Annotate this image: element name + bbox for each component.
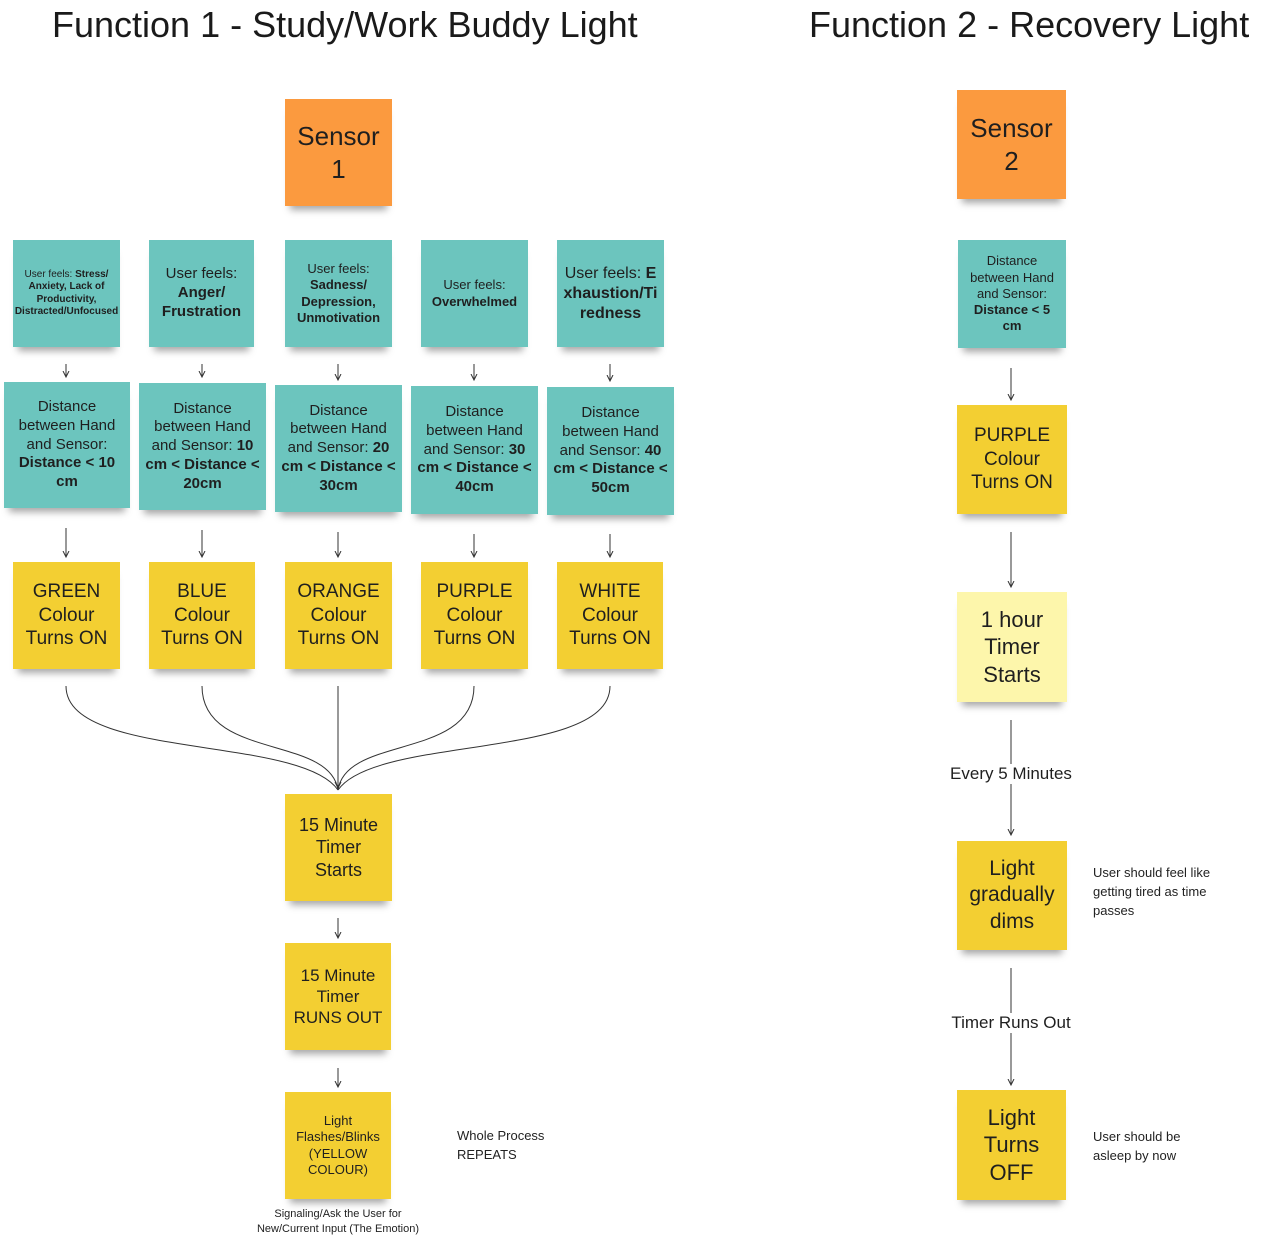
timer-start-note: 15 Minute Timer Starts xyxy=(285,794,392,901)
f2-dim-text: Light gradually dims xyxy=(969,857,1055,933)
feeling-prefix-2: User feels: xyxy=(165,265,238,283)
flash-note: Light Flashes/Blinks (YELLOW COLOUR) xyxy=(285,1092,391,1199)
interval-label: Every 5 Minutes xyxy=(940,764,1082,784)
distance-text-1: Distance < 10 cm xyxy=(18,454,116,491)
timer-start-text: 15 Minute Timer Starts xyxy=(298,814,379,880)
feeling-prefix-3: User feels: xyxy=(307,261,370,276)
dim-note: User should feel like getting tired as t… xyxy=(1093,865,1211,918)
f2-color-note: PURPLE Colour Turns ON xyxy=(957,405,1067,514)
flash-caption: Signaling/Ask the User for New/Current I… xyxy=(256,1208,419,1235)
color-note-2: BLUE Colour Turns ON xyxy=(149,562,255,669)
function2-title: Function 2 - Recovery Light xyxy=(809,4,1250,45)
color-text-2: BLUE Colour Turns ON xyxy=(161,580,243,650)
distance-prefix-2: Distance between Hand and Sensor: xyxy=(151,399,251,455)
f2-off-text: Light Turns OFF xyxy=(983,1104,1040,1185)
timer-end-note: 15 Minute Timer RUNS OUT xyxy=(285,943,391,1050)
feeling-prefix-5: User feels: xyxy=(564,264,646,282)
sensor1-label: Sensor 1 xyxy=(297,121,380,184)
merge-curve-1 xyxy=(65,685,339,791)
f2-color-text: PURPLE Colour Turns ON xyxy=(971,424,1053,494)
repeat-note: Whole Process REPEATS xyxy=(457,1128,545,1162)
distance-note-3: Distance between Hand and Sensor: 20 cm … xyxy=(275,385,402,512)
f2-distance-prefix: Distance between Hand and Sensor: xyxy=(970,253,1054,301)
color-text-3: ORANGE Colour Turns ON xyxy=(297,580,380,650)
feeling-prefix-4: User feels: xyxy=(443,277,506,293)
color-note-1: GREEN Colour Turns ON xyxy=(13,562,120,669)
color-text-4: PURPLE Colour Turns ON xyxy=(433,580,516,650)
f2-timer-note: 1 hour Timer Starts xyxy=(957,592,1067,702)
feeling-text-3: Sadness/ Depression, Unmotivation xyxy=(296,277,381,325)
f2-timer-text: 1 hour Timer Starts xyxy=(980,606,1044,687)
distance-text-4: 30 cm < Distance < 40cm xyxy=(417,440,532,496)
feeling-text-1: Stress/ Anxiety, Lack of Productivity, D… xyxy=(14,268,119,318)
feeling-note-4: User feels: Overwhelmed xyxy=(421,240,528,347)
feeling-note-3: User feels: Sadness/ Depression, Unmotiv… xyxy=(285,240,392,347)
flash-text: Light Flashes/Blinks (YELLOW COLOUR) xyxy=(296,1113,380,1177)
color-note-4: PURPLE Colour Turns ON xyxy=(421,562,528,669)
color-text-5: WHITE Colour Turns ON xyxy=(569,580,651,650)
distance-prefix-1: Distance between Hand and Sensor: xyxy=(18,398,116,453)
runout-label: Timer Runs Out xyxy=(940,1013,1082,1033)
merge-curve-5 xyxy=(337,685,611,791)
sensor2-note: Sensor 2 xyxy=(957,90,1066,199)
feeling-text-2: Anger/ Frustration xyxy=(161,284,242,320)
distance-note-2: Distance between Hand and Sensor: 10 cm … xyxy=(139,383,266,510)
function1-title: Function 1 - Study/Work Buddy Light xyxy=(52,4,638,45)
distance-text-3: 20 cm < Distance < 30cm xyxy=(281,439,396,494)
merge-curve-4 xyxy=(337,685,475,791)
distance-text-2: 10 cm < Distance < 20cm xyxy=(145,437,260,492)
feeling-prefix-1: User feels: xyxy=(24,268,76,280)
off-note: User should be asleep by now xyxy=(1093,1129,1181,1163)
distance-note-4: Distance between Hand and Sensor: 30 cm … xyxy=(411,386,538,514)
feeling-note-1: User feels: Stress/ Anxiety, Lack of Pro… xyxy=(13,240,120,347)
feeling-text-5: Exhaustion/Tiredness xyxy=(563,264,658,322)
distance-prefix-3: Distance between Hand and Sensor: xyxy=(287,401,387,457)
f2-distance-text: Distance < 5 cm xyxy=(973,302,1051,334)
merge-curve-2 xyxy=(201,685,339,791)
distance-prefix-4: Distance between Hand and Sensor: xyxy=(423,403,523,458)
feeling-text-4: Overwhelmed xyxy=(431,293,518,309)
distance-prefix-5: Distance between Hand and Sensor: xyxy=(559,404,659,459)
distance-text-5: 40 cm < Distance < 50cm xyxy=(553,441,668,497)
feeling-note-5: User feels: Exhaustion/Tiredness xyxy=(557,240,664,347)
f2-distance-note: Distance between Hand and Sensor: Distan… xyxy=(958,240,1066,348)
sensor2-label: Sensor 2 xyxy=(970,113,1053,176)
f2-off-note: Light Turns OFF xyxy=(957,1090,1066,1200)
distance-note-1: Distance between Hand and Sensor: Distan… xyxy=(4,382,130,508)
sensor1-note: Sensor 1 xyxy=(285,99,392,206)
color-note-3: ORANGE Colour Turns ON xyxy=(285,562,392,669)
color-note-5: WHITE Colour Turns ON xyxy=(557,562,663,669)
feeling-note-2: User feels: Anger/ Frustration xyxy=(149,240,254,347)
timer-end-text: 15 Minute Timer RUNS OUT xyxy=(293,965,383,1028)
color-text-1: GREEN Colour Turns ON xyxy=(25,580,108,650)
f2-dim-note: Light gradually dims xyxy=(957,841,1067,950)
distance-note-5: Distance between Hand and Sensor: 40 cm … xyxy=(547,387,674,515)
